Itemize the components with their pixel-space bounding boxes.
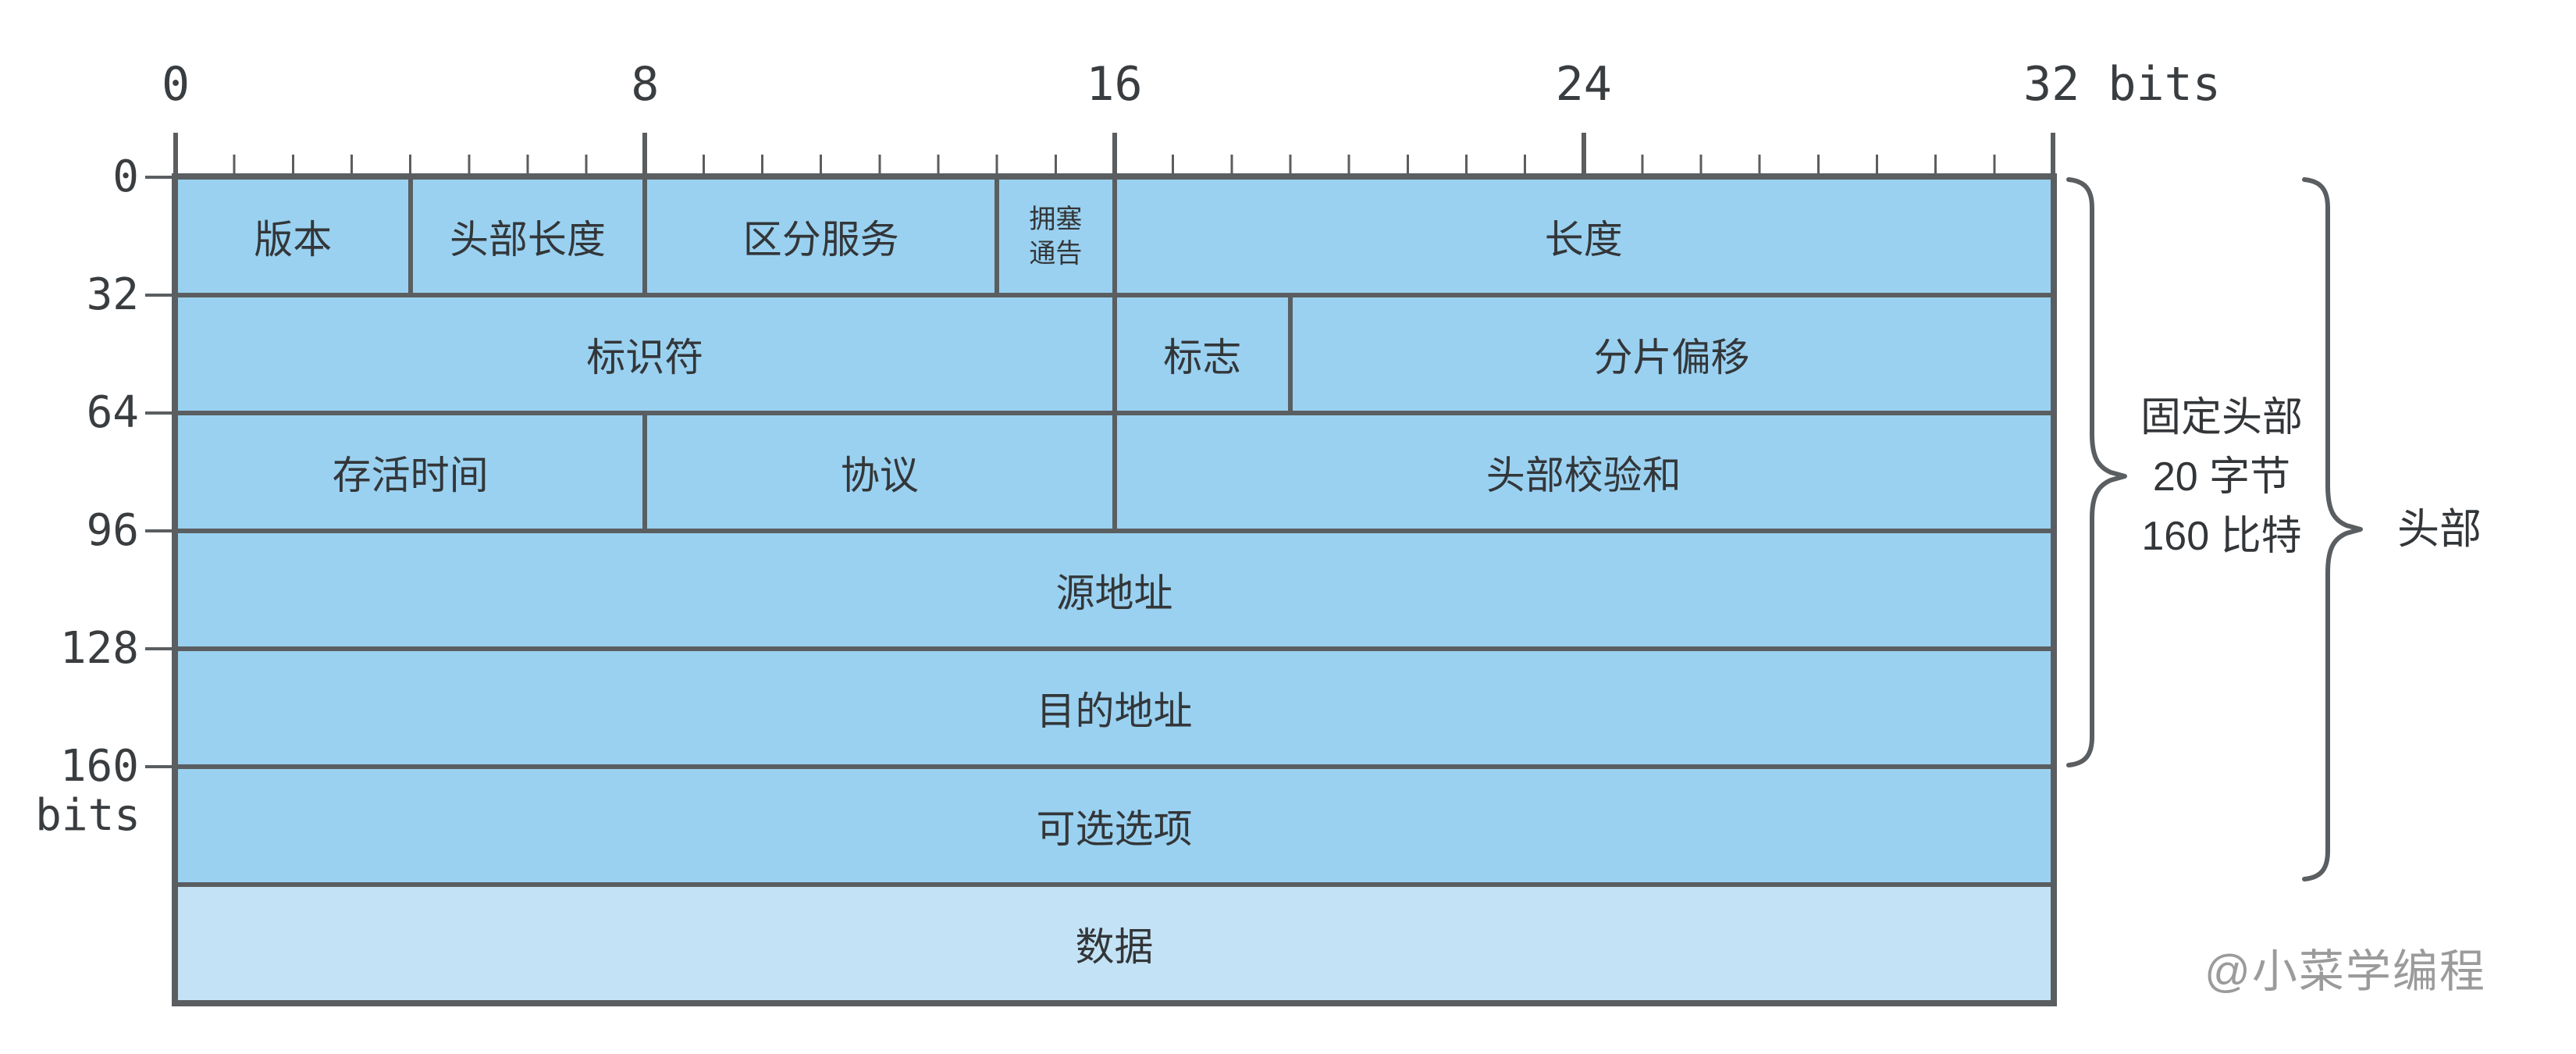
field-flags: 标志 [1114,295,1290,413]
fixed-header-label-line2: 20 字节 [2152,454,2291,500]
row-tick [145,647,173,650]
table-row-5: 目的地址 [176,649,2053,767]
row-label-96-text: 96 [86,505,139,556]
left-axis: 0 32 64 96 128 160 bits [0,151,173,1036]
row-label-96: 96 [87,504,173,558]
left-axis-unit: bits [35,790,141,841]
field-dscp: 区分服务 [645,177,998,295]
field-flags-label: 标志 [1163,335,1242,379]
field-identifier: 标识符 [176,295,1115,413]
row-label-32-text: 32 [86,269,139,320]
fixed-header-label-line1: 固定头部 [2140,395,2303,440]
field-header-length-label: 头部长度 [449,217,606,262]
row-tick [145,411,173,415]
row-label-32: 32 [87,268,173,322]
field-identifier-label: 标识符 [586,335,704,379]
row-tick [145,294,173,297]
field-destination-address: 目的地址 [176,649,2053,767]
tick-label-24: 24 [1555,57,1612,112]
row-label-160: 160 [60,739,173,794]
field-fragment-offset: 分片偏移 [1290,295,2053,413]
tick-label-0: 0 [161,57,190,112]
field-dscp-label: 区分服务 [742,217,899,262]
field-header-checksum-label: 头部校验和 [1485,453,1681,497]
field-protocol-label: 协议 [840,453,919,497]
row-label-128-text: 128 [59,623,139,674]
field-ttl-label: 存活时间 [332,453,489,497]
row-label-0-text: 0 [112,151,139,202]
field-ttl: 存活时间 [176,413,646,531]
field-ecn-line1: 拥塞 [1029,204,1083,234]
row-label-128: 128 [60,621,173,676]
field-options: 可选选项 [176,767,2053,885]
field-ecn-line2: 通告 [1029,238,1083,269]
watermark: @小菜学编程 [2204,946,2486,997]
tick-label-32-bits: 32 bits [2023,57,2221,112]
fixed-header-label-line3: 160 比特 [2141,514,2302,559]
major-tick-16 [1112,133,1117,177]
table-row-2: 标识符 标志 分片偏移 [176,295,2053,413]
row-tick [145,765,173,768]
header-table: 版本 头部长度 区分服务 拥塞通告 长度 标识符 标志 分片偏移 存活时间 协议… [172,173,2057,1006]
table-row-4: 源地址 [176,531,2053,649]
table-row-1: 版本 头部长度 区分服务 拥塞通告 长度 [176,177,2053,295]
table-row-7: 数据 [176,885,2053,1002]
table-row-6: 可选选项 [176,767,2053,885]
major-tick-24 [1581,133,1586,177]
field-protocol: 协议 [645,413,1115,531]
row-tick [145,529,173,532]
field-data-label: 数据 [1075,924,1154,969]
field-destination-address-label: 目的地址 [1036,689,1193,733]
field-ecn: 拥塞通告 [997,177,1115,295]
tick-label-8: 8 [631,57,660,112]
field-fragment-offset-label: 分片偏移 [1593,335,1750,379]
field-source-address: 源地址 [176,531,2053,649]
field-header-length: 头部长度 [410,177,646,295]
row-label-64-text: 64 [86,387,139,438]
field-data: 数据 [176,885,2053,1002]
field-total-length-label: 长度 [1544,217,1623,262]
row-label-160-text: 160 [59,741,139,792]
major-tick-8 [642,133,648,177]
row-label-64: 64 [87,386,173,440]
field-version-label: 版本 [254,217,333,262]
field-total-length: 长度 [1114,177,2053,295]
table-row-3: 存活时间 协议 头部校验和 [176,413,2053,531]
tick-label-16: 16 [1086,57,1143,112]
top-axis: 0 8 16 24 32 bits [162,0,2221,177]
field-version: 版本 [176,177,411,295]
field-options-label: 可选选项 [1036,807,1193,851]
fixed-header-label: 固定头部 20 字节 160 比特 [2108,388,2336,566]
field-source-address-label: 源地址 [1055,571,1173,615]
major-tick-32 [2051,133,2055,177]
row-label-0: 0 [112,150,173,205]
header-label: 头部 [2397,506,2482,553]
major-tick-0 [173,133,178,177]
field-header-checksum: 头部校验和 [1114,413,2053,531]
row-tick [145,176,173,179]
